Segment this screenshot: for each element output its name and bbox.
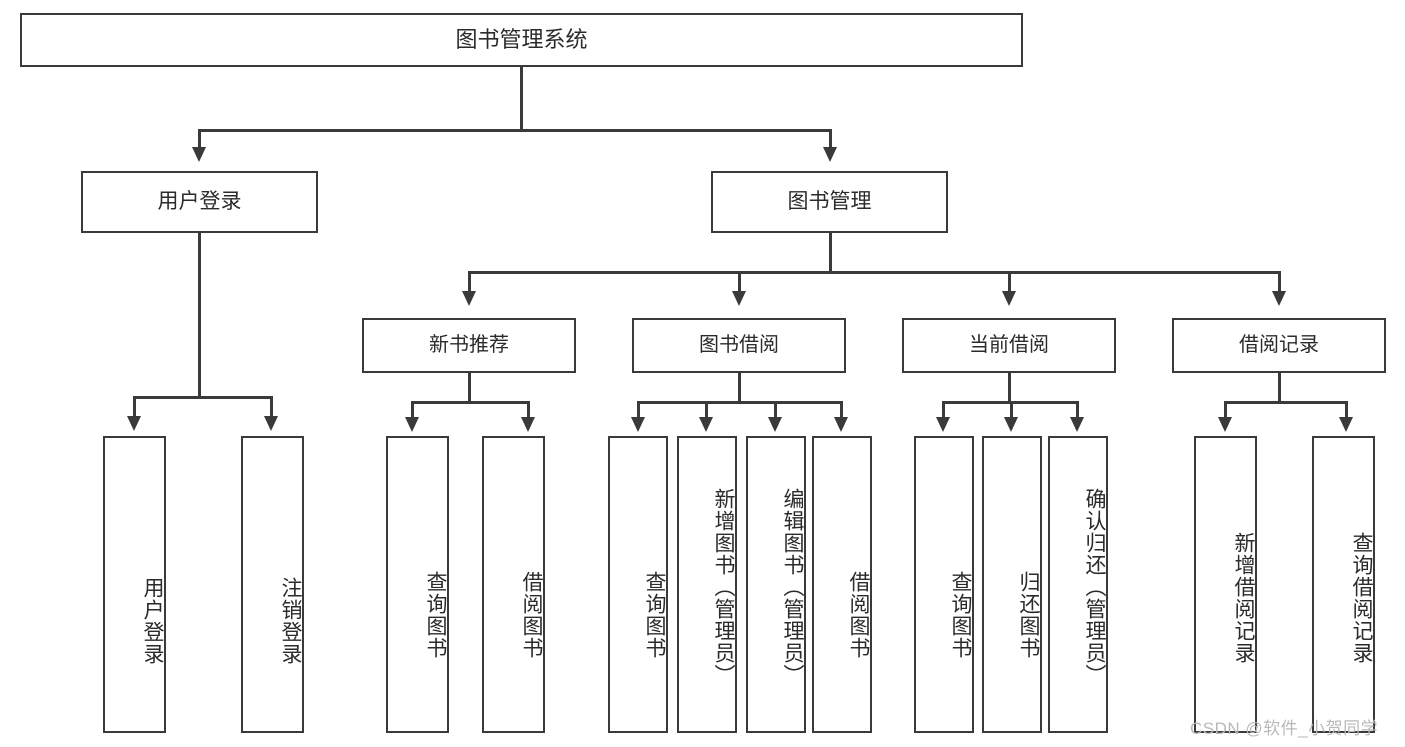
node-label: 查询图书: [949, 570, 972, 659]
arrowhead-user-login-leaf-2: [264, 416, 278, 431]
node-book-management[interactable]: 图书管理: [711, 171, 948, 233]
arrowhead-borrow-record-leaf-2: [1339, 417, 1353, 432]
leaf-book-borrow-borrow[interactable]: 借阅图书: [812, 436, 872, 733]
node-label: 新增图书（管理员）: [712, 487, 735, 686]
connector-book-borrow-drop-4: [840, 401, 843, 419]
node-user-login[interactable]: 用户登录: [81, 171, 318, 233]
connector-level3-bus: [468, 271, 1280, 274]
connector-drop-current-borrow: [1008, 271, 1011, 293]
leaf-book-borrow-edit[interactable]: 编辑图书（管理员）: [746, 436, 806, 733]
arrowhead-current-borrow-leaf-1: [936, 417, 950, 432]
node-label: 图书管理系统: [455, 27, 588, 53]
arrowhead-borrow-record: [1272, 291, 1286, 306]
node-root-book-management-system[interactable]: 图书管理系统: [20, 13, 1023, 67]
connector-borrow-record-drop-1: [1224, 401, 1227, 419]
connector-drop-new-book: [468, 271, 471, 293]
leaf-current-borrow-confirm-return[interactable]: 确认归还（管理员）: [1048, 436, 1108, 733]
connector-root-to-user-login: [198, 129, 201, 149]
arrowhead-to-user-login: [192, 147, 206, 162]
node-current-borrow[interactable]: 当前借阅: [902, 318, 1116, 373]
connector-book-borrow-stem: [738, 373, 741, 403]
arrowhead-to-book-management: [823, 147, 837, 162]
node-label: 新增借阅记录: [1232, 531, 1255, 664]
arrowhead-new-book-leaf-1: [405, 417, 419, 432]
leaf-borrow-record-query[interactable]: 查询借阅记录: [1312, 436, 1375, 733]
connector-new-book-drop-2: [527, 401, 530, 419]
leaf-new-book-borrow[interactable]: 借阅图书: [482, 436, 545, 733]
connector-new-book-stem: [468, 373, 471, 403]
node-label: 查询借阅记录: [1350, 531, 1373, 664]
arrowhead-book-borrow-leaf-3: [768, 417, 782, 432]
connector-current-borrow-drop-3: [1076, 401, 1079, 419]
watermark-text: CSDN @软件_小贺同学: [1190, 719, 1379, 738]
node-label: 借阅记录: [1239, 333, 1319, 356]
connector-book-borrow-drop-1: [637, 401, 640, 419]
connector-new-book-bus: [411, 401, 527, 404]
node-label: 用户登录: [157, 189, 242, 213]
node-new-book-recommend[interactable]: 新书推荐: [362, 318, 576, 373]
connector-user-login-bus: [133, 396, 270, 399]
node-label: 注销登录: [279, 576, 302, 665]
arrowhead-book-borrow-leaf-1: [631, 417, 645, 432]
leaf-user-login-login[interactable]: 用户登录: [103, 436, 166, 733]
leaf-borrow-record-add[interactable]: 新增借阅记录: [1194, 436, 1257, 733]
node-book-borrow[interactable]: 图书借阅: [632, 318, 846, 373]
arrowhead-current-borrow: [1002, 291, 1016, 306]
node-label: 新书推荐: [429, 333, 509, 356]
connector-user-login-drop-1: [133, 396, 136, 418]
arrowhead-book-borrow-leaf-2: [699, 417, 713, 432]
node-label: 查询图书: [643, 570, 666, 659]
connector-current-borrow-drop-1: [942, 401, 945, 419]
node-label: 查询图书: [424, 570, 447, 659]
node-label: 图书管理: [787, 189, 872, 213]
connector-book-borrow-drop-3: [774, 401, 777, 419]
connector-user-login-stem: [198, 233, 201, 398]
leaf-current-borrow-return[interactable]: 归还图书: [982, 436, 1042, 733]
node-label: 图书借阅: [699, 333, 779, 356]
connector-root-bus: [198, 129, 832, 132]
leaf-current-borrow-query[interactable]: 查询图书: [914, 436, 974, 733]
connector-borrow-record-bus: [1224, 401, 1345, 404]
arrowhead-current-borrow-leaf-3: [1070, 417, 1084, 432]
connector-new-book-drop-1: [411, 401, 414, 419]
connector-book-borrow-bus: [637, 401, 842, 404]
connector-root-to-book-management: [829, 129, 832, 149]
arrowhead-new-book-leaf-2: [521, 417, 535, 432]
node-label: 确认归还（管理员）: [1083, 487, 1106, 686]
leaf-user-login-logout[interactable]: 注销登录: [241, 436, 304, 733]
connector-drop-book-borrow: [738, 271, 741, 293]
connector-user-login-drop-2: [270, 396, 273, 418]
arrowhead-book-borrow-leaf-4: [834, 417, 848, 432]
connector-current-borrow-bus: [942, 401, 1076, 404]
connector-current-borrow-drop-2: [1010, 401, 1013, 419]
node-label: 借阅图书: [847, 570, 870, 659]
connector-borrow-record-drop-2: [1345, 401, 1348, 419]
connector-current-borrow-stem: [1008, 373, 1011, 403]
connector-drop-borrow-record: [1278, 271, 1281, 293]
arrowhead-book-borrow: [732, 291, 746, 306]
node-label: 当前借阅: [969, 333, 1049, 356]
arrowhead-borrow-record-leaf-1: [1218, 417, 1232, 432]
connector-borrow-record-stem: [1278, 373, 1281, 403]
arrowhead-user-login-leaf-1: [127, 416, 141, 431]
leaf-book-borrow-query[interactable]: 查询图书: [608, 436, 668, 733]
leaf-book-borrow-add[interactable]: 新增图书（管理员）: [677, 436, 737, 733]
node-borrow-record[interactable]: 借阅记录: [1172, 318, 1386, 373]
arrowhead-current-borrow-leaf-2: [1004, 417, 1018, 432]
connector-book-borrow-drop-2: [705, 401, 708, 419]
leaf-new-book-query[interactable]: 查询图书: [386, 436, 449, 733]
connector-book-management-stem: [829, 233, 832, 273]
node-label: 借阅图书: [520, 570, 543, 659]
arrowhead-new-book-recommend: [462, 291, 476, 306]
node-label: 归还图书: [1017, 570, 1040, 659]
node-label: 编辑图书（管理员）: [781, 487, 804, 686]
connector-root-stem: [520, 67, 523, 131]
node-label: 用户登录: [141, 576, 164, 665]
